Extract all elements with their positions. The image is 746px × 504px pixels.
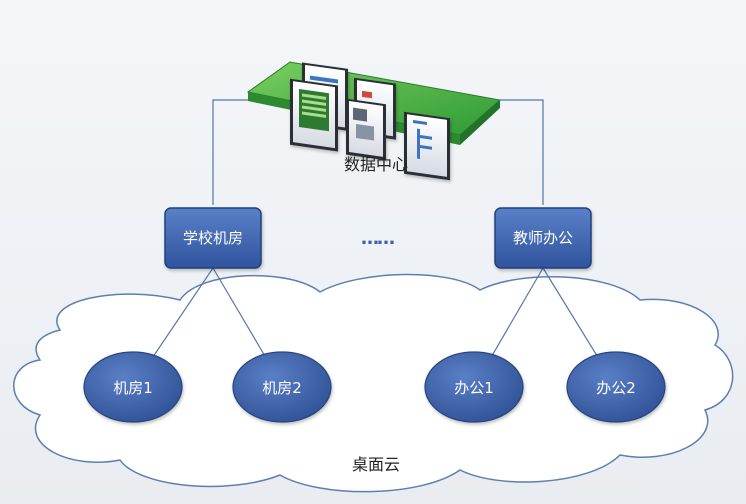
group-school-room: 学校机房 bbox=[164, 207, 262, 269]
node-label: 办公2 bbox=[596, 379, 636, 397]
server-monitors bbox=[290, 62, 450, 181]
node-ellipse bbox=[83, 351, 183, 423]
platform-side-right bbox=[460, 100, 500, 145]
node-ellipse bbox=[566, 351, 666, 423]
group-box bbox=[164, 207, 262, 269]
link-datacenter-school bbox=[212, 99, 258, 205]
cloud-label: 桌面云 bbox=[352, 455, 400, 474]
node-ellipse bbox=[424, 351, 524, 423]
link-datacenter-office bbox=[497, 99, 544, 205]
node-office2: 办公2 bbox=[566, 351, 666, 423]
node-label: 机房1 bbox=[113, 379, 153, 397]
monitor-icon bbox=[404, 111, 450, 181]
ellipsis-text: …… bbox=[361, 228, 394, 249]
monitor-icon bbox=[346, 98, 386, 161]
node-ellipse bbox=[232, 351, 332, 423]
node-office1: 办公1 bbox=[424, 351, 524, 423]
node-label: 机房2 bbox=[262, 379, 302, 397]
node-room2: 机房2 bbox=[232, 351, 332, 423]
cloud-shape bbox=[13, 273, 734, 493]
node-room1: 机房1 bbox=[83, 351, 183, 423]
group-label: 学校机房 bbox=[183, 229, 243, 247]
node-label: 办公1 bbox=[454, 379, 494, 397]
data-center-label: 数据中心 bbox=[344, 155, 408, 174]
ellipsis: …… bbox=[361, 228, 396, 249]
cloud bbox=[13, 273, 734, 493]
group-box bbox=[494, 207, 592, 269]
data-center: 数据中心 bbox=[246, 61, 502, 181]
group-teacher-office: 教师办公 bbox=[494, 207, 592, 269]
group-label: 教师办公 bbox=[513, 229, 573, 247]
monitor-icon bbox=[290, 78, 338, 152]
